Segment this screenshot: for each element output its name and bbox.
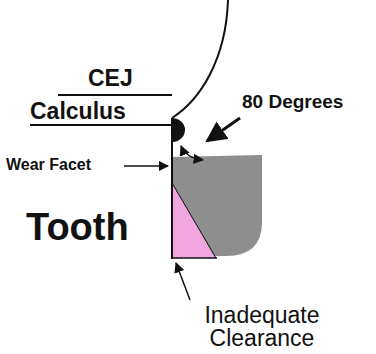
wear-facet-leader xyxy=(124,165,168,167)
angle-leader xyxy=(207,118,240,141)
calculus-label: Calculus xyxy=(30,99,126,124)
clearance-leader xyxy=(176,263,190,300)
cej-label: CEJ xyxy=(88,66,133,91)
calculus-line xyxy=(30,124,172,126)
tooth-label: Tooth xyxy=(26,207,129,249)
clearance-edge xyxy=(172,257,217,259)
cej-line xyxy=(58,94,172,96)
angle-arc xyxy=(181,146,203,160)
clearance-label: Inadequate Clearance xyxy=(196,304,328,350)
angle-label: 80 Degrees xyxy=(242,92,343,113)
instrument-face xyxy=(172,183,216,258)
wear-facet-label: Wear Facet xyxy=(6,156,91,174)
tooth-crown-outline xyxy=(172,0,228,118)
calculus-deposit xyxy=(172,118,185,142)
